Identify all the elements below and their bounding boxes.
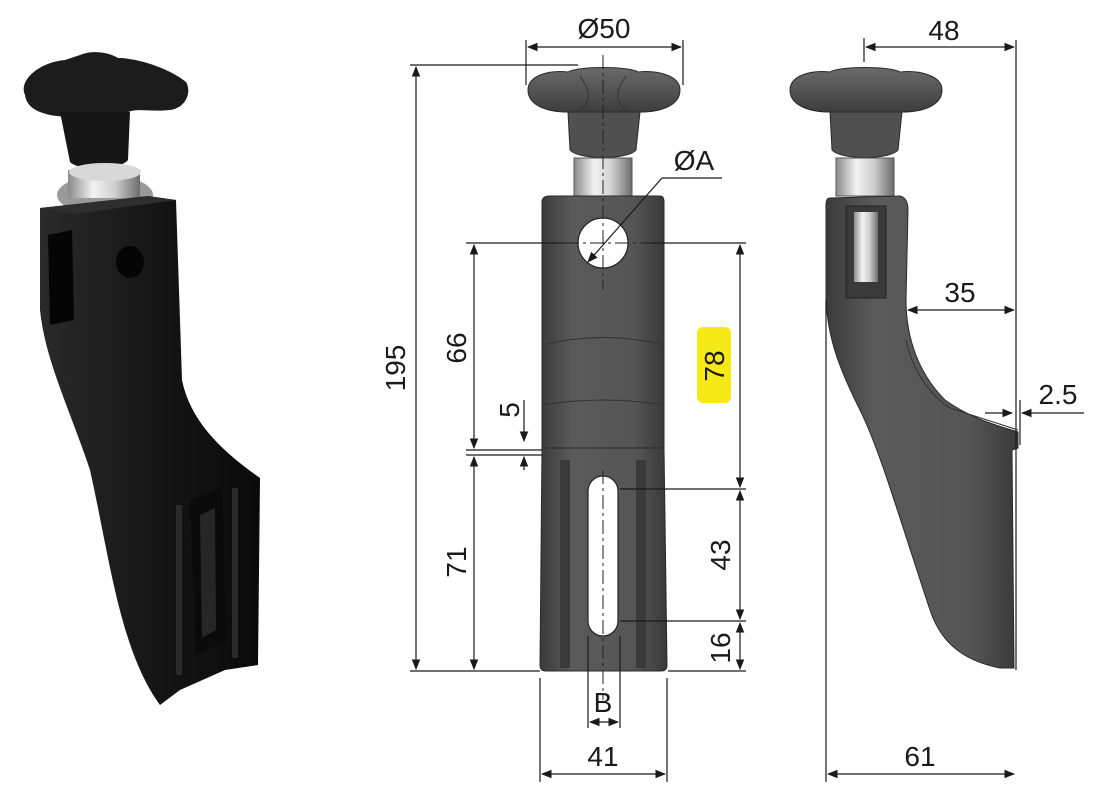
dim-lower-height: 71 (441, 546, 472, 577)
side-knob (789, 67, 943, 116)
dim-side-offset: 35 (944, 277, 975, 308)
front-knob (527, 67, 681, 116)
front-knob-stem (567, 111, 641, 158)
side-bracket-body (825, 195, 1019, 669)
dim-base-width: 41 (587, 741, 618, 772)
highlight-box (697, 327, 731, 403)
dim-slot-length: 43 (705, 539, 736, 570)
dim-hole-diameter: ØA (674, 145, 715, 176)
dim-step: 5 (494, 402, 525, 418)
dim-knob-diameter: Ø50 (578, 13, 631, 44)
side-view (789, 67, 1019, 669)
dim-upper-height: 66 (441, 332, 472, 363)
photo-side-window (48, 230, 74, 325)
dim-side-tab: 2.5 (1039, 379, 1078, 410)
dim-side-base-width: 61 (904, 741, 935, 772)
photo-bracket-body (40, 196, 260, 705)
side-chrome-sleeve (835, 157, 895, 197)
photo-hole (116, 246, 144, 278)
dim-highlight-height: 78 (699, 350, 730, 381)
photo-knob (23, 52, 189, 121)
product-photo (23, 52, 260, 705)
dim-overall-height: 195 (380, 345, 411, 392)
dim-side-top-width: 48 (928, 15, 959, 46)
dimensions: Ø50 48 ØA 195 66 5 71 78 (380, 13, 1084, 782)
photo-knob-stem (60, 112, 130, 169)
front-view (527, 55, 681, 700)
dim-slot-bottom: 16 (705, 632, 736, 663)
dim-slot-width: B (594, 687, 613, 718)
